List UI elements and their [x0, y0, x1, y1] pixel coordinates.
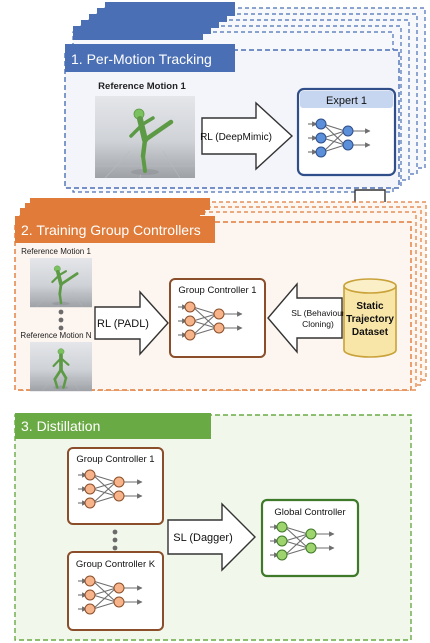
global-network-icon [270, 521, 335, 561]
sl-dagger-label: SL (Dagger) [173, 532, 233, 544]
sl-behaviour-label-1: SL (Behaviour [291, 308, 345, 318]
group-ref-top-label: Reference Motion 1 [21, 247, 91, 256]
tracking-title-bar [65, 44, 235, 72]
rl-padl-label: RL (PADL) [97, 318, 149, 330]
database-cylinder-icon [343, 278, 397, 358]
distill-group-top-label: Group Controller 1 [76, 454, 154, 465]
group-controller-label: Group Controller 1 [178, 285, 256, 296]
expert-label: Expert 1 [326, 95, 367, 107]
tracking-title: 1. Per-Motion Tracking [71, 51, 212, 67]
dataset-label-3: Dataset [352, 327, 389, 338]
dataset-label-2: Trajectory [346, 314, 394, 325]
group-reference-image-1 [28, 256, 94, 310]
vertical-ellipsis-icon [58, 309, 64, 331]
expert-network-icon [308, 118, 371, 158]
group-network-icon [178, 301, 243, 341]
group-ref-bottom-label: Reference Motion N [20, 331, 91, 340]
dataset-label-1: Static [356, 301, 384, 312]
tracking-reference-label: Reference Motion 1 [98, 81, 186, 92]
distill-vertical-ellipsis-icon [112, 529, 118, 551]
distill-title: 3. Distillation [21, 418, 100, 434]
section-per-motion-tracking: 1. Per-Motion Tracking Reference Motion … [64, 2, 426, 193]
sl-behaviour-label-2: Cloning) [302, 319, 334, 329]
rl-deepmimic-label: RL (DeepMimic) [200, 132, 272, 143]
distill-title-bar [15, 413, 211, 439]
group-title-bar [15, 216, 215, 243]
distill-group-top-network-icon [78, 469, 143, 509]
group-title: 2. Training Group Controllers [21, 222, 201, 238]
sl-behaviour-cloning-arrow [267, 282, 343, 354]
distill-group-bottom-label: Group Controller K [76, 559, 156, 570]
expert-title-bar [300, 91, 393, 108]
section-distillation: 3. Distillation Group Controller 1 [14, 413, 412, 641]
global-controller-label: Global Controller [274, 507, 345, 518]
tracking-header-tabs [73, 2, 235, 40]
rl-deepmimic-arrow [201, 101, 294, 171]
group-reference-image-n [28, 340, 94, 394]
section-group-controllers: 2. Training Group Controllers Reference … [14, 198, 427, 394]
distill-group-bottom-network-icon [78, 575, 143, 615]
reference-motion-image [95, 96, 195, 178]
sl-dagger-arrow [167, 502, 256, 572]
rl-padl-arrow [94, 290, 169, 356]
